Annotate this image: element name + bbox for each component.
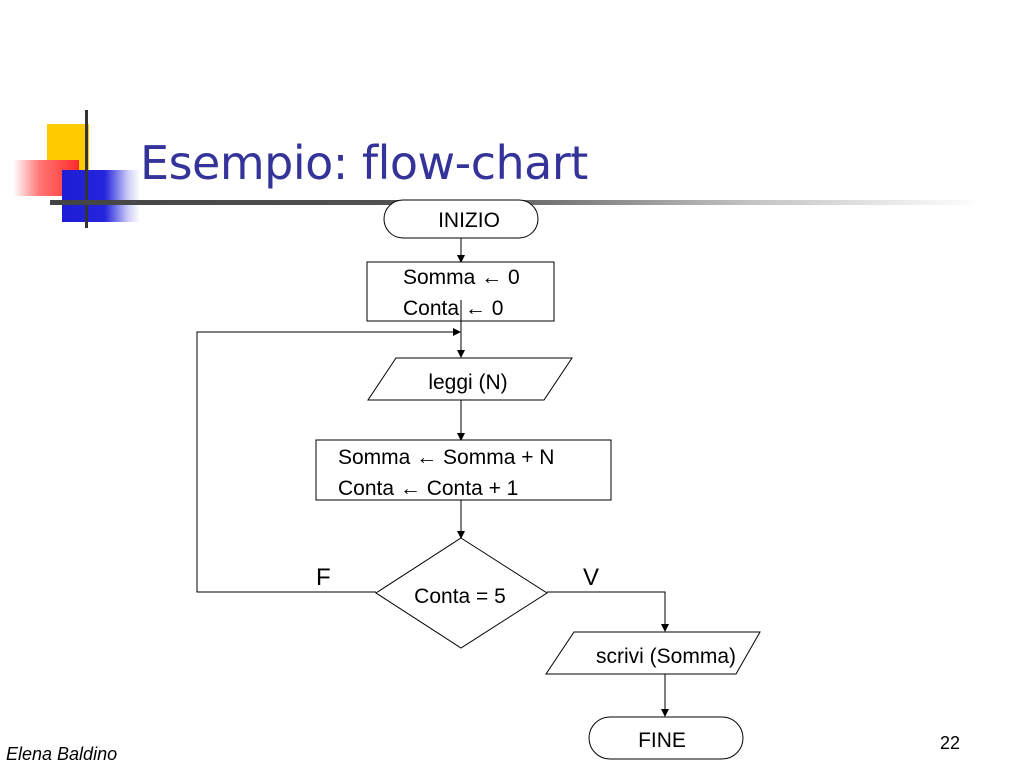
init-line-1: Somma ← 0 <box>403 266 520 289</box>
update-line-2: Conta ← Conta + 1 <box>338 477 518 500</box>
footer-author: Elena Baldino <box>6 744 118 764</box>
input-label: leggi (N) <box>428 371 507 394</box>
output-label: scrivi (Somma) <box>596 645 736 668</box>
decision-diamond <box>375 537 548 649</box>
slide-title: Esempio: flow-chart <box>140 136 588 190</box>
end-label: FINE <box>638 729 686 752</box>
decision-label: Conta = 5 <box>414 585 506 608</box>
loop-back-arrow <box>196 328 461 593</box>
output-parallelogram <box>545 631 761 675</box>
input-parallelogram <box>367 357 573 401</box>
false-branch-label: F <box>316 564 331 591</box>
update-line-1: Somma ← Somma + N <box>338 446 554 469</box>
true-branch-label: V <box>583 564 599 591</box>
start-label: INIZIO <box>438 209 500 232</box>
init-line-2: Conta ← 0 <box>403 297 503 320</box>
title-decoration-vertical-line <box>85 110 88 228</box>
arrow-decision-to-output <box>547 591 669 632</box>
update-process-box <box>315 439 612 501</box>
title-decoration-blue-square <box>62 170 140 222</box>
page-number: 22 <box>940 733 961 753</box>
end-terminator <box>588 716 744 760</box>
